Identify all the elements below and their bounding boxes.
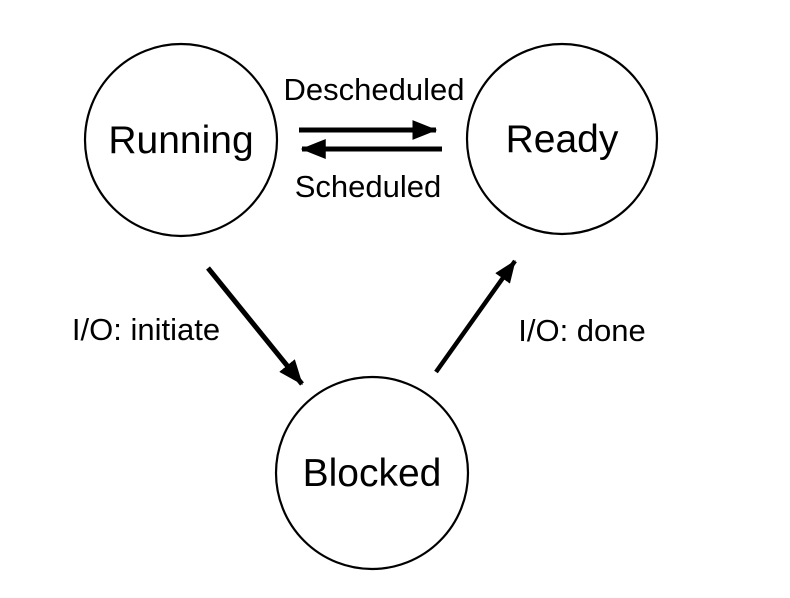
state-node-ready: [465, 42, 659, 236]
state-label-blocked: Blocked: [303, 452, 442, 495]
transition-label-io-done: I/O: done: [518, 313, 646, 348]
transition-arrow-io-initiate: [206, 266, 304, 386]
state-label-ready: Ready: [506, 118, 619, 161]
transition-label-scheduled: Scheduled: [295, 169, 442, 204]
transition-label-descheduled: Descheduled: [284, 72, 465, 107]
transition-label-io-initiate: I/O: initiate: [72, 312, 220, 347]
transition-arrow-io-done: [434, 259, 517, 374]
state-label-running: Running: [108, 119, 253, 162]
state-node-running: [83, 42, 279, 238]
state-node-blocked: [274, 375, 470, 571]
